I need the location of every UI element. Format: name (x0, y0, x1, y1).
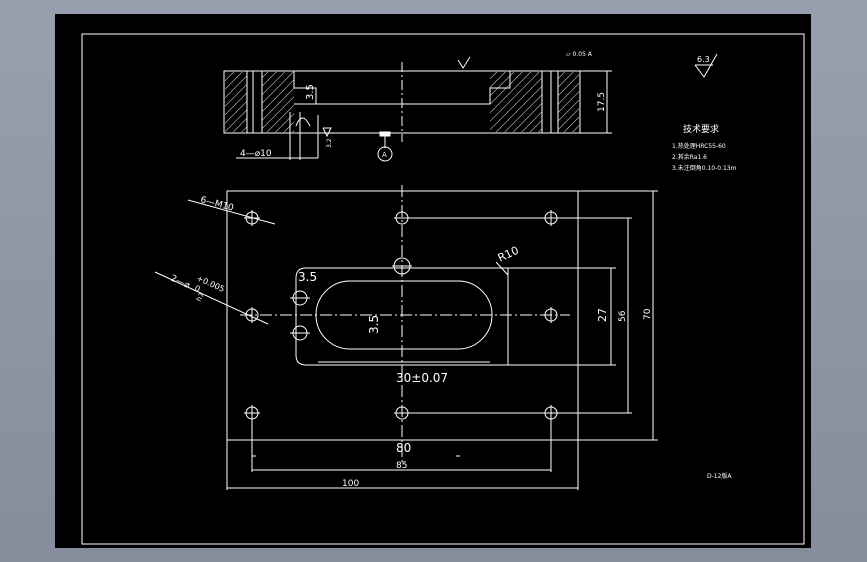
thread-hole-bl (244, 405, 260, 421)
hole-label: 4—⌀10 (240, 149, 272, 159)
side-hole-upper (290, 290, 310, 306)
thread-hole-tm (394, 211, 410, 225)
drawing-frame (81, 33, 805, 545)
pin-hole-right (544, 307, 558, 323)
section-roughness: 3.2 (326, 138, 333, 148)
drawing-code: D-12版A (707, 472, 732, 480)
hatch-right-inner (490, 72, 542, 132)
counterbore-upper (392, 257, 412, 275)
roughness-value: 6.3 (697, 55, 710, 64)
datum-letter: A (382, 151, 387, 159)
dim-80: 80 (396, 441, 411, 455)
plan-view (154, 185, 658, 490)
slot-outline (315, 280, 493, 350)
hatch-right-outer (558, 72, 579, 132)
notes-line-3: 3.未注倒角0.10-0.13m (672, 164, 737, 172)
slot-length: 30±0.07 (396, 371, 448, 385)
roughness-symbol (694, 53, 718, 78)
thickness-dim: 17.5 (597, 92, 607, 112)
dim-100: 100 (342, 479, 359, 489)
slot-pocket (295, 267, 509, 366)
side-hole-lower (290, 325, 310, 341)
pin-fit: h7 (195, 291, 206, 303)
dim-56: 56 (618, 310, 628, 322)
depth-dim: 3.5 (305, 84, 316, 100)
pin-tol-lower: 0 (193, 284, 201, 294)
datum-circle (377, 146, 393, 162)
datum-triangle (379, 131, 391, 137)
slot-depth-center: 3.5 (367, 315, 381, 334)
hatch-left-outer (225, 72, 247, 132)
dim-27: 27 (596, 308, 609, 322)
thread-hole-bm (394, 406, 410, 420)
flatness-label: ⏥ 0.05 A (566, 51, 593, 58)
dim-70: 70 (643, 308, 653, 320)
pin-hole-left (245, 307, 259, 323)
hatch-left-inner (262, 72, 294, 132)
section-view (223, 56, 612, 162)
notes-line-1: 1.热处理HRC55-60 (672, 142, 726, 150)
notes-line-2: 2.其余Ra1.6 (672, 153, 707, 161)
slot-depth-left: 3.5 (298, 270, 317, 284)
dim-85: 85 (396, 461, 407, 471)
notes-title: 技术要求 (683, 123, 719, 135)
